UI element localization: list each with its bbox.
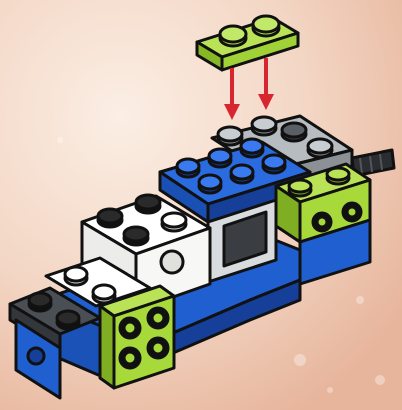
gray-stud-target-1: [218, 127, 242, 141]
white-brick-hole: [161, 251, 183, 273]
lime-side-brick-front: [100, 286, 174, 388]
gray-stud-target-2: [252, 117, 276, 131]
